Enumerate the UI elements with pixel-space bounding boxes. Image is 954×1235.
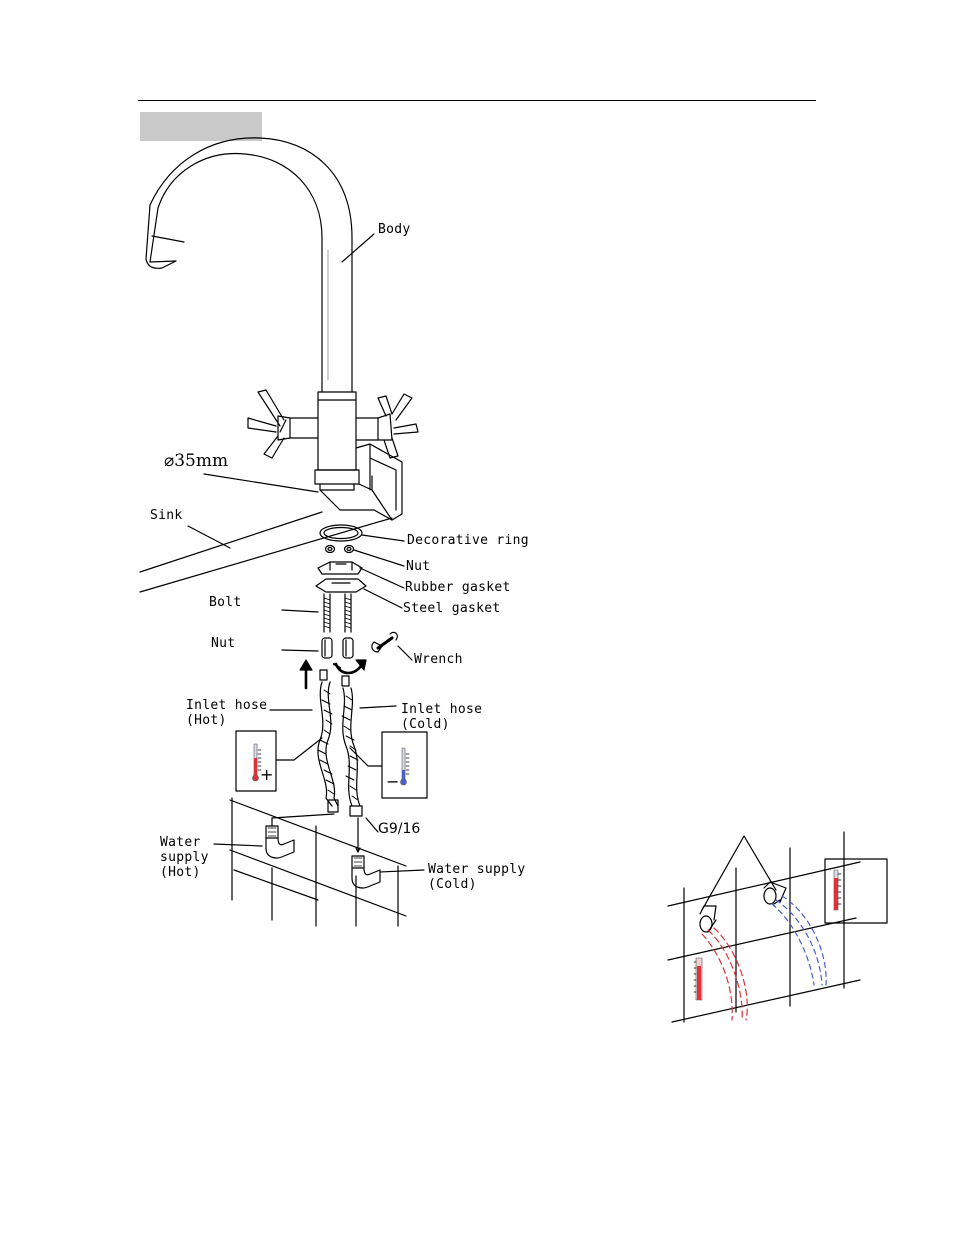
sink-surface (140, 512, 392, 592)
cold-thermometer-level (402, 770, 405, 780)
water-supply-hot-line-1: Water (160, 835, 209, 850)
inlet-hose-hot-line-2: (Hot) (186, 713, 267, 728)
rubber-gasket (318, 562, 404, 588)
water-supply-cold-line-1: Water supply (428, 862, 526, 877)
water-supply-hot-label: Water supply (Hot) (160, 835, 209, 880)
plus-sign: + (260, 768, 274, 782)
thread-size-label: G9/16 (378, 822, 420, 836)
nut-lower-label: Nut (211, 637, 235, 651)
diameter-leader-line (204, 474, 318, 492)
wrench-label: Wrench (414, 653, 463, 667)
temperature-outlets-illustration (668, 832, 887, 1022)
sink-label: Sink (150, 509, 183, 523)
inlet-hose-cold-line-1: Inlet hose (401, 702, 482, 717)
steel-gasket-label: Steel gasket (403, 602, 501, 616)
nut-top-label: Nut (406, 560, 430, 574)
water-supply-cold-line-2: (Cold) (428, 877, 526, 892)
body-leader-line (342, 234, 374, 262)
wrench (372, 632, 412, 660)
hot-thermometer-box (236, 731, 322, 791)
body-label: Body (378, 223, 411, 237)
up-arrow-head (300, 660, 312, 670)
bolt-label: Bolt (209, 596, 242, 610)
minus-sign: − (386, 775, 400, 789)
wall-grid (230, 798, 406, 926)
water-supply-hot-line-2: supply (160, 850, 209, 865)
inlet-hose-cold-label: Inlet hose (Cold) (401, 702, 482, 732)
hot-thermometer-level (254, 758, 257, 776)
inlet-hose-hot-line-1: Inlet hose (186, 698, 267, 713)
inlet-hose-hot-label: Inlet hose (Hot) (186, 698, 267, 728)
top-nuts (326, 546, 405, 567)
water-supply-hot-line-3: (Hot) (160, 865, 209, 880)
decorative-ring-label: Decorative ring (407, 534, 529, 548)
bolts (282, 594, 351, 632)
rubber-gasket-label: Rubber gasket (405, 581, 511, 595)
inlet-hose-cold-line-2: (Cold) (401, 717, 482, 732)
diameter-label: ⌀35mm (164, 454, 228, 468)
tighten-rotation-arrow (334, 660, 366, 673)
lower-nuts (282, 638, 353, 658)
water-supply-cold-label: Water supply (Cold) (428, 862, 526, 892)
inlet-hoses (270, 670, 396, 816)
